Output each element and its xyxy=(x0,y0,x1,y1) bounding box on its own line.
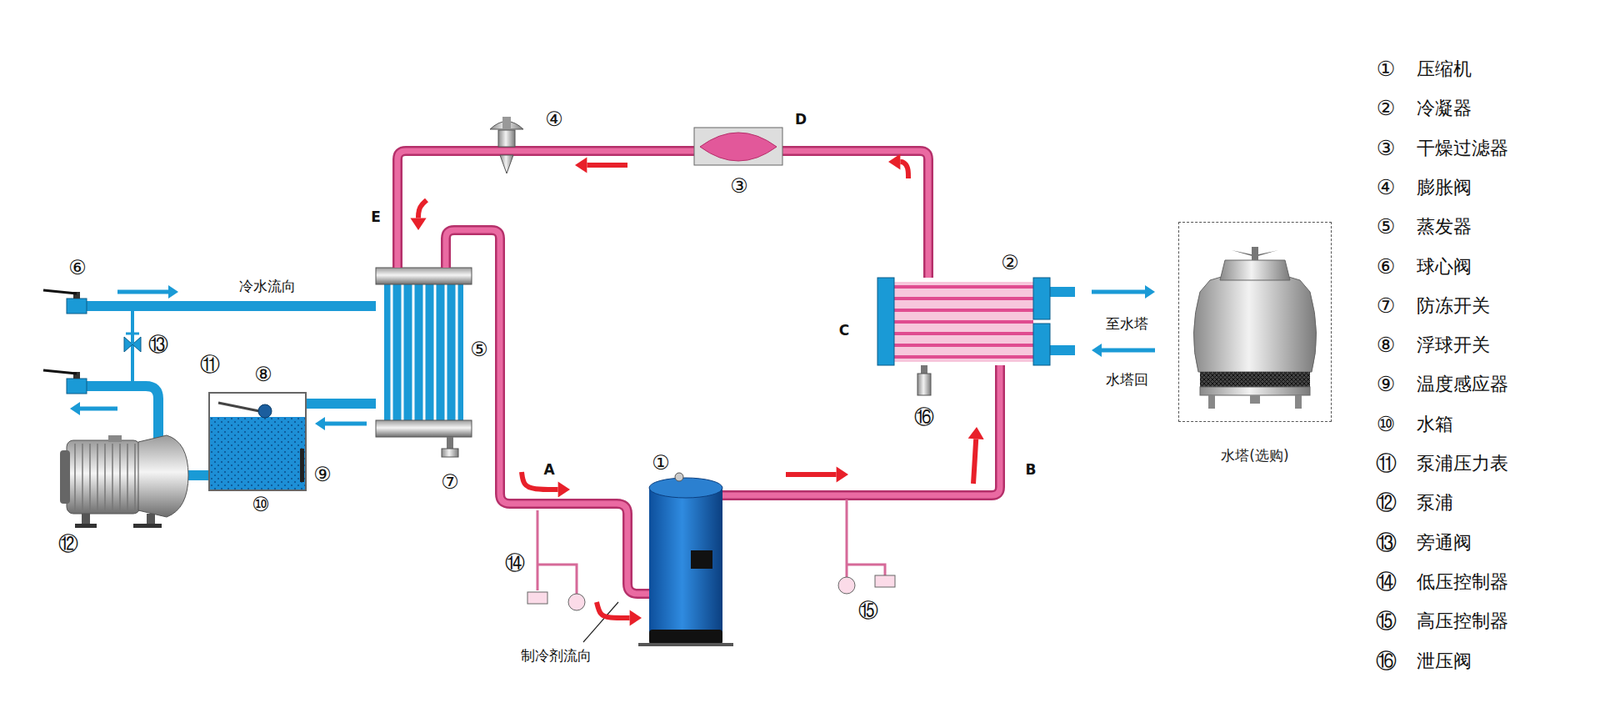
point-letter: A xyxy=(543,461,555,478)
legend-number: ⑫ xyxy=(1375,491,1397,515)
legend-text: 旁通阀 xyxy=(1416,532,1472,553)
callout-number: ② xyxy=(1000,251,1020,274)
legend-number: ⑪ xyxy=(1375,451,1397,475)
callout-number: ⑯ xyxy=(914,405,935,428)
callout-number: ③ xyxy=(730,175,749,197)
flow-label: 制冷剂流向 xyxy=(520,647,592,664)
legend-number: ⑭ xyxy=(1375,570,1397,594)
callout-number: ① xyxy=(651,451,670,474)
callout-number: ⑩ xyxy=(251,493,270,515)
legend-text: 压缩机 xyxy=(1416,59,1472,80)
flow-label: 冷水流向 xyxy=(239,278,296,295)
flow-arrow xyxy=(888,153,909,179)
legend-number: ⑦ xyxy=(1376,294,1395,318)
legend-text: 水箱 xyxy=(1416,414,1454,435)
point-letter: B xyxy=(1025,461,1037,478)
legend-text: 低压控制器 xyxy=(1416,571,1509,592)
legend-number: ① xyxy=(1376,57,1395,81)
legend-number: ⑨ xyxy=(1376,373,1395,397)
flow-arrow xyxy=(70,401,118,415)
legend-text: 温度感应器 xyxy=(1416,374,1509,395)
flow-arrow xyxy=(1091,343,1155,357)
callout-number: ⑮ xyxy=(858,599,879,621)
legend-number: ⑮ xyxy=(1375,609,1397,633)
flow-label: 水塔回 xyxy=(1105,371,1149,388)
callout-number: ⑤ xyxy=(470,338,489,360)
callout-number: ⑭ xyxy=(505,551,525,574)
legend-text: 防冻开关 xyxy=(1416,295,1490,316)
callout-number: ⑧ xyxy=(254,363,273,385)
callout-number: ⑥ xyxy=(68,256,87,279)
legend-number: ④ xyxy=(1376,175,1395,200)
flow-arrow xyxy=(315,416,367,430)
legend-number: ⑧ xyxy=(1376,333,1395,357)
legend-number: ⑥ xyxy=(1376,255,1395,279)
callout-number: ⑨ xyxy=(313,463,332,485)
callout-number: ⑪ xyxy=(200,353,220,375)
legend-text: 球心阀 xyxy=(1416,255,1472,276)
legend-number: ⑤ xyxy=(1376,215,1395,239)
legend-text: 冷凝器 xyxy=(1416,98,1472,119)
legend-text: 干燥过滤器 xyxy=(1416,138,1509,159)
flow-arrow xyxy=(575,156,628,173)
legend-number: ③ xyxy=(1376,136,1395,160)
legend-number: ② xyxy=(1376,97,1395,121)
legend-text: 高压控制器 xyxy=(1416,610,1509,631)
point-letter: D xyxy=(795,111,807,128)
callout-number: ⑬ xyxy=(148,333,169,355)
point-letter: E xyxy=(370,209,381,225)
legend-text: 浮球开关 xyxy=(1416,335,1490,355)
legend-text: 泵浦 xyxy=(1416,492,1454,513)
legend-number: ⑯ xyxy=(1375,649,1397,673)
flow-arrow xyxy=(1091,285,1155,299)
legend-number: ⑩ xyxy=(1376,412,1395,436)
flow-label: 至水塔 xyxy=(1105,315,1149,332)
legend-text: 泄压阀 xyxy=(1416,650,1472,670)
flow-arrow xyxy=(968,426,985,484)
point-letter: C xyxy=(839,322,850,339)
legend-number: ⑬ xyxy=(1375,530,1397,555)
legend-text: 蒸发器 xyxy=(1416,216,1472,237)
legend-text: 膨胀阀 xyxy=(1416,177,1472,198)
callout-number: ⑫ xyxy=(58,532,79,555)
dashed-box: 水塔(选购) xyxy=(1178,221,1332,422)
box-caption: 水塔(选购) xyxy=(1220,445,1289,465)
callout-number: ⑦ xyxy=(440,470,460,493)
callout-number: ④ xyxy=(545,108,564,130)
legend-text: 泵浦压力表 xyxy=(1416,453,1509,474)
flow-arrow xyxy=(410,200,427,230)
flow-arrow xyxy=(596,601,642,626)
flow-arrow xyxy=(117,285,179,299)
flow-arrow xyxy=(785,465,849,482)
